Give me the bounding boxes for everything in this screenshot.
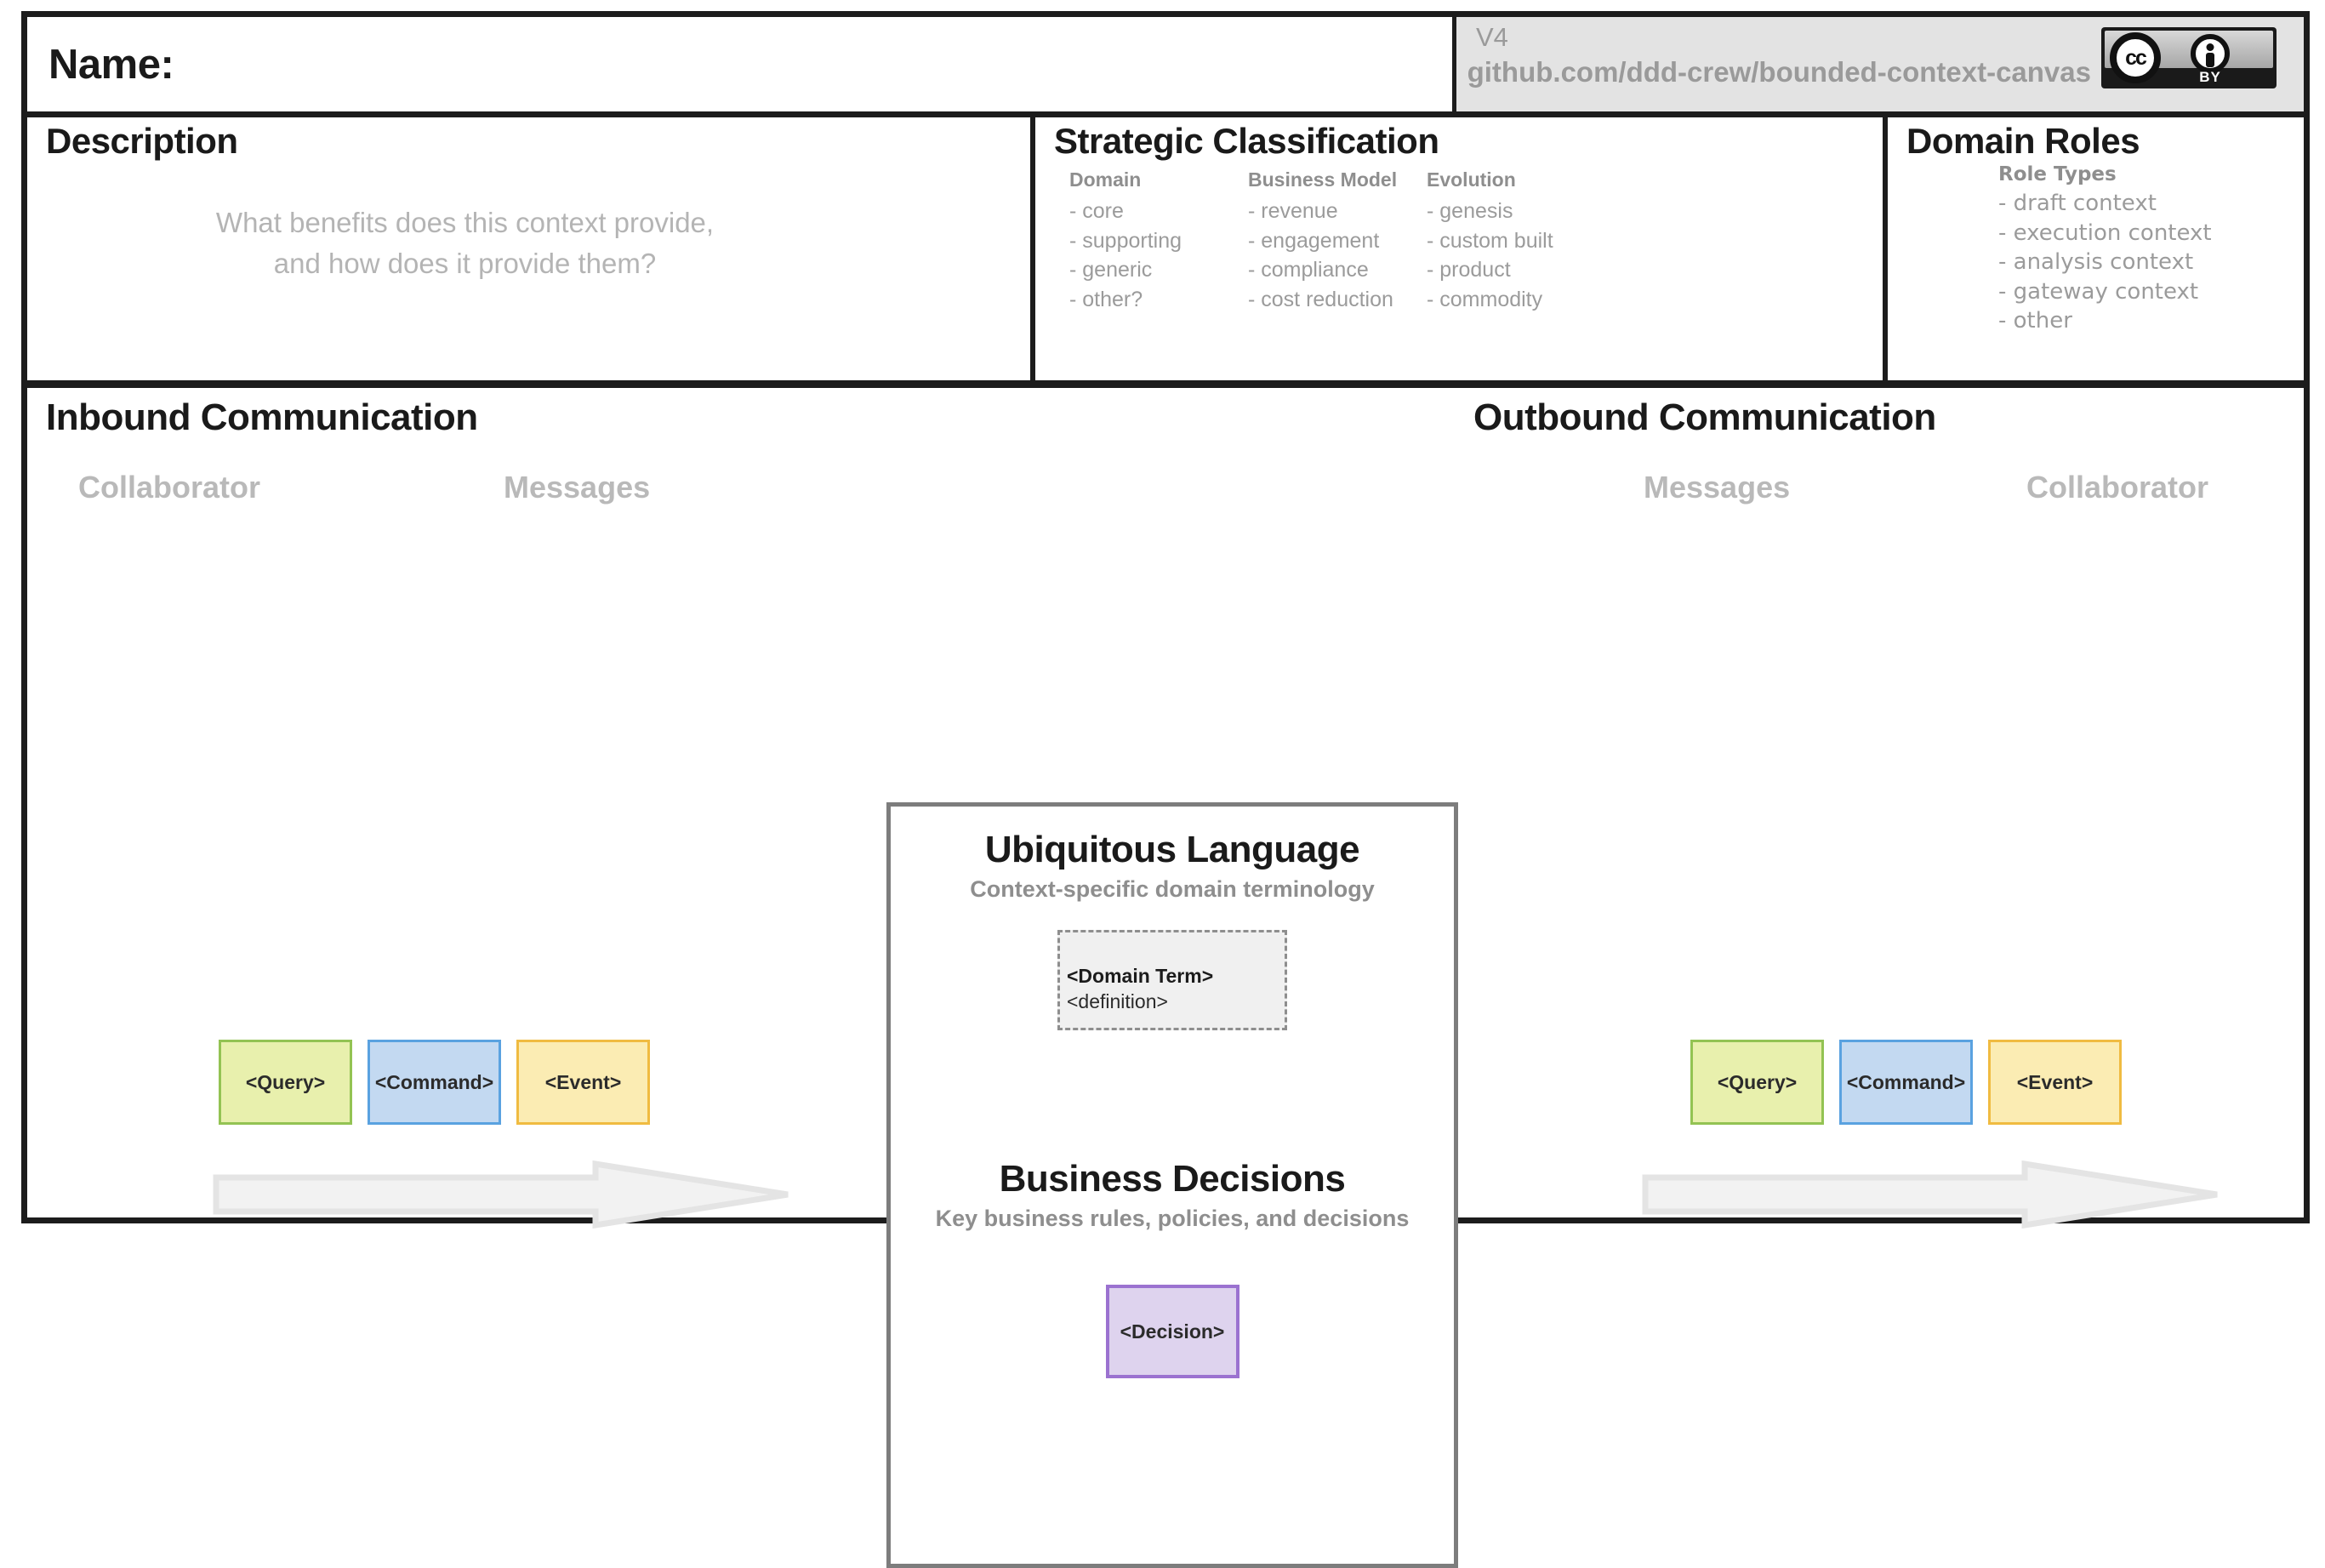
- domain-term-definition: <definition>: [1067, 990, 1168, 1012]
- role-item[interactable]: - analysis context: [1998, 249, 2194, 276]
- cc-by-license-badge[interactable]: cc BY: [2101, 27, 2277, 88]
- role-item[interactable]: - execution context: [1998, 220, 2212, 246]
- person-head: [2206, 43, 2214, 51]
- name-field-cell[interactable]: Name:: [27, 17, 1456, 111]
- strategic-classification-section[interactable]: Strategic Classification Domain - core -…: [1035, 117, 1888, 380]
- description-placeholder-line-2: and how does it provide them?: [273, 247, 657, 279]
- inbound-command-chip[interactable]: <Command>: [368, 1040, 501, 1125]
- strategic-classification-title: Strategic Classification: [1054, 121, 1439, 161]
- bounded-context-canvas: Name: V4 github.com/ddd-crew/bounded-con…: [21, 11, 2310, 1568]
- outbound-event-chip[interactable]: <Event>: [1988, 1040, 2122, 1125]
- column-heading: Business Model: [1248, 168, 1398, 191]
- description-section[interactable]: Description What benefits does this cont…: [27, 117, 1035, 380]
- option-item[interactable]: - product: [1427, 258, 1511, 282]
- person-icon: [2191, 34, 2230, 73]
- name-label: Name:: [48, 41, 174, 88]
- business-decisions-subtitle: Key business rules, policies, and decisi…: [935, 1206, 1410, 1231]
- role-item[interactable]: - other: [1998, 308, 2072, 334]
- by-label: BY: [2199, 69, 2221, 85]
- communication-row: Inbound Communication Outbound Communica…: [27, 388, 2304, 1568]
- option-item[interactable]: - commodity: [1427, 287, 1543, 311]
- inbound-flow-arrow-icon: [213, 1160, 791, 1233]
- domain-term-label: <Domain Term>: [1067, 965, 1214, 987]
- outbound-query-chip[interactable]: <Query>: [1690, 1040, 1824, 1125]
- outbound-communication-title: Outbound Communication: [1473, 396, 1936, 438]
- strategic-classification-grid: Domain - core - supporting - generic - o…: [1035, 168, 1883, 314]
- inbound-message-chips: <Query> <Command> <Event>: [219, 1040, 650, 1125]
- repo-url-label[interactable]: github.com/ddd-crew/bounded-context-canv…: [1467, 56, 2091, 88]
- option-item[interactable]: - core: [1069, 199, 1124, 223]
- domain-term-card[interactable]: <Domain Term> <definition>: [1057, 930, 1287, 1030]
- option-item[interactable]: - engagement: [1248, 228, 1380, 253]
- description-placeholder: What benefits does this context provide,…: [27, 202, 1030, 284]
- option-item[interactable]: - custom built: [1427, 228, 1553, 253]
- option-item[interactable]: - revenue: [1248, 199, 1338, 223]
- classification-row: Description What benefits does this cont…: [27, 117, 2304, 388]
- inbound-query-chip[interactable]: <Query>: [219, 1040, 352, 1125]
- inbound-collaborator-label: Collaborator: [78, 470, 261, 505]
- domain-roles-title: Domain Roles: [1906, 121, 2140, 161]
- option-item[interactable]: - other?: [1069, 287, 1143, 311]
- strategic-column-evolution: Evolution - genesis - custom built - pro…: [1427, 168, 1605, 314]
- person-body: [2206, 53, 2214, 67]
- strategic-column-domain: Domain - core - supporting - generic - o…: [1069, 168, 1248, 314]
- role-item[interactable]: - gateway context: [1998, 278, 2199, 305]
- ubiquitous-language-title: Ubiquitous Language: [984, 829, 1360, 870]
- inbound-messages-label: Messages: [504, 470, 651, 505]
- role-types-heading: Role Types: [1998, 163, 2117, 185]
- column-heading: Evolution: [1427, 168, 1516, 191]
- option-item[interactable]: - genesis: [1427, 199, 1513, 223]
- outbound-flow-arrow-icon: [1642, 1160, 2220, 1233]
- option-item[interactable]: - supporting: [1069, 228, 1182, 253]
- cc-icon: cc: [2110, 32, 2161, 83]
- column-heading: Domain: [1069, 168, 1142, 191]
- inbound-event-chip[interactable]: <Event>: [516, 1040, 650, 1125]
- option-item[interactable]: - compliance: [1248, 258, 1369, 282]
- strategic-column-business-model: Business Model - revenue - engagement - …: [1248, 168, 1427, 314]
- decision-chip[interactable]: <Decision>: [1105, 1285, 1239, 1378]
- inbound-communication-title: Inbound Communication: [46, 396, 478, 438]
- version-cell: V4 github.com/ddd-crew/bounded-context-c…: [1456, 17, 2304, 111]
- centre-panel: Ubiquitous Language Context-specific dom…: [886, 802, 1458, 1568]
- description-placeholder-line-1: What benefits does this context provide,: [215, 207, 715, 238]
- option-item[interactable]: - cost reduction: [1248, 287, 1393, 311]
- outbound-command-chip[interactable]: <Command>: [1839, 1040, 1973, 1125]
- option-item[interactable]: - generic: [1069, 258, 1153, 282]
- outbound-message-chips: <Query> <Command> <Event>: [1690, 1040, 2122, 1125]
- business-decisions-title: Business Decisions: [999, 1158, 1346, 1200]
- ubiquitous-language-subtitle: Context-specific domain terminology: [970, 876, 1375, 902]
- domain-roles-list: Role Types - draft context - execution c…: [1888, 163, 2304, 336]
- version-label: V4: [1476, 22, 1508, 52]
- description-title: Description: [46, 121, 238, 161]
- outbound-collaborator-label: Collaborator: [2026, 470, 2209, 505]
- name-row: Name: V4 github.com/ddd-crew/bounded-con…: [27, 17, 2304, 117]
- domain-roles-section[interactable]: Domain Roles Role Types - draft context …: [1888, 117, 2304, 380]
- role-item[interactable]: - draft context: [1998, 191, 2157, 216]
- outbound-messages-label: Messages: [1644, 470, 1791, 505]
